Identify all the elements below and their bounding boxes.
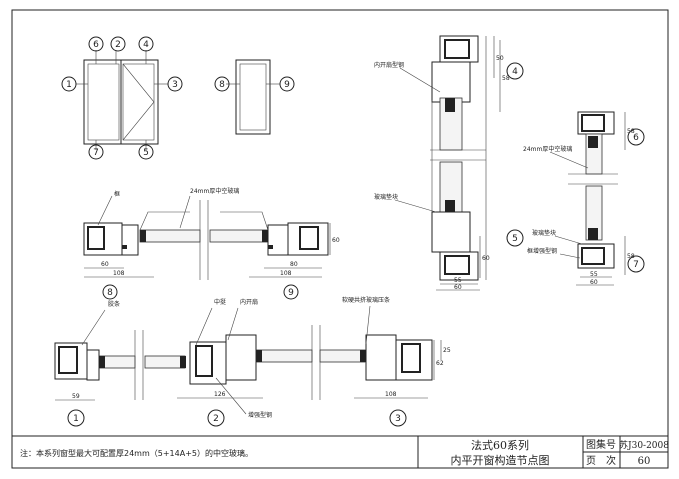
label-glass-24mm: 24mm厚中空玻璃 [190, 187, 239, 195]
note-text: 注：本系列窗型最大可配置厚24mm（5+14A+5）的中空玻璃。 [20, 448, 253, 458]
callout-4: 4 [138, 36, 154, 52]
svg-text:2: 2 [213, 414, 219, 424]
svg-text:3: 3 [395, 414, 401, 424]
label-frame-steel: 框增强型钢 [527, 247, 557, 255]
title-line-2: 内平开窗构造节点图 [451, 453, 550, 467]
svg-text:6: 6 [633, 133, 639, 143]
svg-text:9: 9 [284, 80, 290, 90]
svg-text:1: 1 [66, 80, 72, 90]
dim-9-108: 108 [280, 270, 292, 277]
label-frame: 框 [114, 190, 120, 198]
dim-3-108: 108 [385, 391, 397, 398]
dim-4-50: 50 [496, 55, 504, 62]
section-6-7 [568, 111, 626, 286]
callout-4-section: 4 [506, 62, 524, 80]
title-line-1: 法式60系列 [471, 438, 529, 452]
callout-3: 3 [167, 76, 183, 92]
svg-text:4: 4 [143, 40, 149, 50]
dim-5-60: 60 [482, 255, 490, 262]
svg-text:8: 8 [219, 80, 225, 90]
callout-7-section: 7 [627, 255, 645, 273]
callout-6: 6 [88, 36, 104, 52]
svg-text:7: 7 [633, 260, 639, 270]
callout-1-section: 1 [67, 409, 85, 427]
dim-2-126: 126 [214, 391, 226, 398]
callout-3-section: 3 [389, 409, 407, 427]
callout-5-section: 5 [506, 229, 524, 247]
section-8-9 [83, 200, 331, 280]
label-reinforcing-steel: 增强型钢 [248, 411, 272, 419]
page-label: 页 次 [586, 454, 616, 467]
label-mullion: 中挺 [214, 298, 226, 306]
dim-1-59: 59 [72, 393, 80, 400]
svg-text:5: 5 [143, 148, 149, 158]
sheet-border [11, 9, 669, 469]
label-gasket: 胶条 [108, 300, 120, 308]
svg-text:1: 1 [73, 414, 79, 424]
callout-7: 7 [88, 144, 104, 160]
dim-8-108: 108 [113, 270, 125, 277]
callout-8-top: 8 [214, 76, 230, 92]
callout-2-section: 2 [207, 409, 225, 427]
elevation-single-window [226, 59, 280, 135]
svg-text:3: 3 [172, 80, 178, 90]
label-glass-24mm-b: 24mm厚中空玻璃 [523, 145, 572, 153]
dim-5-55: 55 [454, 277, 462, 284]
svg-text:7: 7 [93, 148, 99, 158]
dim-5-60w: 60 [454, 284, 462, 291]
callout-1: 1 [61, 76, 77, 92]
callout-6-section: 6 [627, 128, 645, 146]
svg-text:9: 9 [288, 288, 294, 298]
section-4-5 [430, 35, 501, 291]
elevation-double-window [76, 50, 168, 150]
dim-7-55: 55 [590, 271, 598, 278]
dim-7-60: 60 [590, 279, 598, 286]
atlas-value: 苏J30-2008 [619, 439, 669, 451]
svg-text:4: 4 [512, 67, 518, 77]
dim-3-25: 25 [443, 347, 451, 354]
callout-9-top: 9 [279, 76, 295, 92]
callout-9: 9 [283, 284, 299, 300]
dim-3-62: 62 [436, 360, 444, 367]
callout-8: 8 [102, 284, 118, 300]
atlas-label: 图集号 [586, 438, 616, 451]
dim-4-58: 58 [502, 75, 510, 82]
callout-2: 2 [110, 36, 126, 52]
label-sash-steel: 内开扇型钢 [374, 61, 404, 69]
label-inward-sash: 内开扇 [240, 298, 258, 306]
svg-text:6: 6 [93, 40, 99, 50]
dim-7-58: 58 [627, 253, 635, 260]
label-glass-block: 玻璃垫块 [374, 193, 398, 201]
section-1-2-3 [54, 325, 442, 401]
dim-9-80: 80 [290, 261, 298, 268]
page-value: 60 [638, 456, 651, 467]
svg-text:5: 5 [512, 234, 518, 244]
svg-text:8: 8 [107, 288, 113, 298]
callout-5: 5 [138, 144, 154, 160]
dim-9-60: 60 [332, 237, 340, 244]
title-block [12, 435, 668, 468]
dim-8-60: 60 [101, 261, 109, 268]
label-glass-block-b: 玻璃垫块 [532, 229, 556, 237]
dim-6-58: 58 [627, 128, 635, 135]
label-glazing-bead: 软硬共挤玻璃压条 [342, 296, 390, 304]
svg-text:2: 2 [115, 40, 121, 50]
